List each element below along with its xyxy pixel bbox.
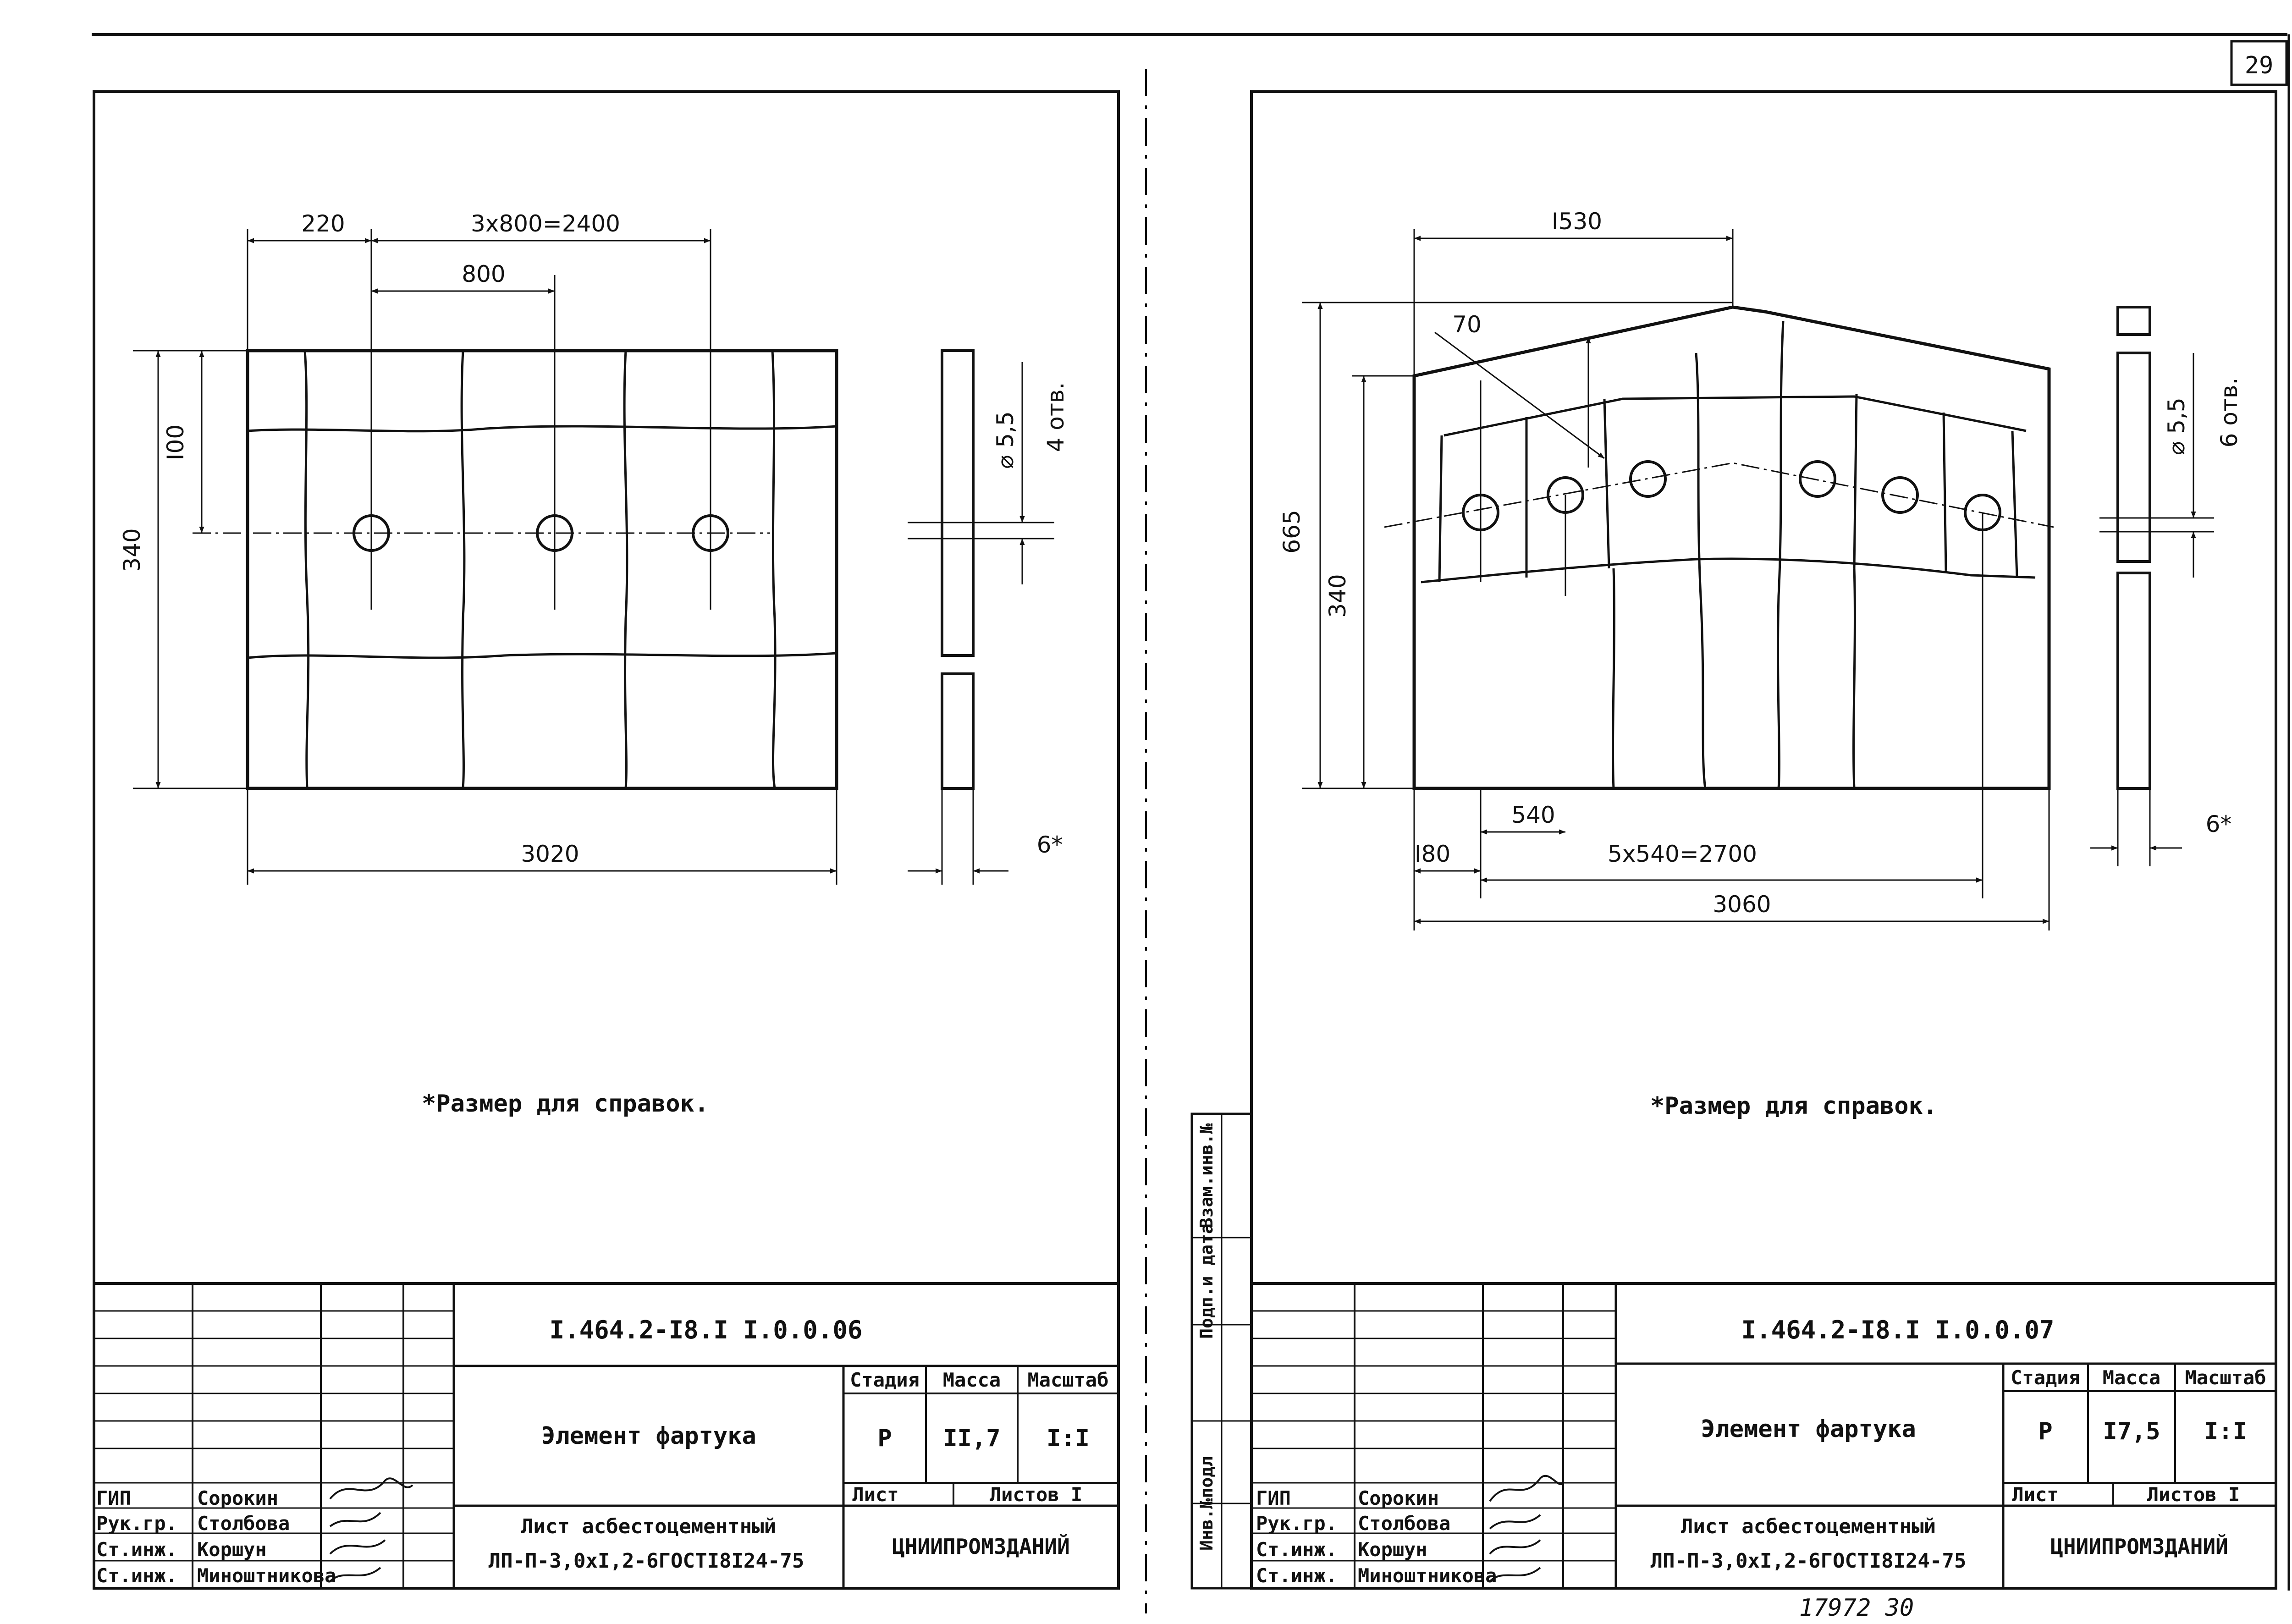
name-st-inzh-2: Миноштникова bbox=[197, 1564, 336, 1587]
dim-3060: 3060 bbox=[1713, 891, 1771, 918]
dim-100: I00 bbox=[162, 424, 189, 460]
name-gip: Сорокин bbox=[197, 1487, 278, 1509]
value-stage: Р bbox=[877, 1425, 892, 1452]
material-line-1: Лист асбестоцементный bbox=[1681, 1515, 1936, 1538]
page-number-box bbox=[2230, 40, 2288, 86]
organization: ЦНИИПРОМЗДАНИЙ bbox=[892, 1534, 1070, 1559]
header-stage: Стадия bbox=[2011, 1366, 2080, 1389]
name-st-inzh-1: Коршун bbox=[197, 1538, 267, 1561]
value-stage: Р bbox=[2038, 1418, 2052, 1445]
header-scale: Масштаб bbox=[2185, 1366, 2266, 1389]
dim-1530: I530 bbox=[1552, 208, 1602, 235]
dim-800: 800 bbox=[462, 261, 505, 287]
dim-665: 665 bbox=[1278, 510, 1305, 553]
dim-220: 220 bbox=[301, 210, 345, 237]
signature-3 bbox=[329, 1539, 386, 1555]
header-mass: Масса bbox=[2103, 1366, 2160, 1389]
signature-4 bbox=[329, 1567, 381, 1582]
role-ruk-gr: Рук.гр. bbox=[1256, 1512, 1337, 1535]
dim-thickness: 6* bbox=[2206, 811, 2232, 837]
element-name: Элемент фартука bbox=[1701, 1415, 1916, 1443]
material-line-2: ЛП-П-3,0xI,2-6ГОСТI8I24-75 bbox=[1651, 1549, 1967, 1573]
hole-circle bbox=[1881, 476, 1919, 514]
dimensions: I530 70 665 340 I80 540 5x540=2700 3060 bbox=[1278, 208, 2050, 930]
material-line-2: ЛП-П-3,0xI,2-6ГОСТI8I24-75 bbox=[489, 1549, 804, 1573]
value-scale: I:I bbox=[2204, 1418, 2247, 1445]
header-sheets-count: Листов I bbox=[990, 1483, 1082, 1506]
hole-circle bbox=[1629, 460, 1667, 498]
stamp-vzam-inv: Взам.инв.№ bbox=[1196, 1123, 1217, 1228]
dim-thickness: 6* bbox=[1037, 831, 1063, 858]
name-ruk-gr: Столбова bbox=[197, 1512, 290, 1535]
hole-circle bbox=[1799, 460, 1836, 498]
dim-holes-count: 4 отв. bbox=[1042, 382, 1069, 452]
role-st-inzh-2: Ст.инж. bbox=[96, 1564, 177, 1587]
reference-note: *Размер для справок. bbox=[422, 1090, 709, 1118]
stamp-podp-data: Подп.и дата bbox=[1196, 1223, 1217, 1339]
element-name: Элемент фартука bbox=[541, 1422, 756, 1450]
header-sheet: Лист bbox=[2012, 1483, 2058, 1506]
header-scale: Масштаб bbox=[1027, 1369, 1108, 1391]
reference-note: *Размер для справок. bbox=[1650, 1092, 1937, 1120]
signature-4 bbox=[1489, 1567, 1541, 1582]
role-ruk-gr: Рук.гр. bbox=[96, 1512, 177, 1535]
dim-70: 70 bbox=[1452, 311, 1482, 338]
dim-hole-diameter: ⌀ 5,5 bbox=[2163, 397, 2190, 455]
dim-340: 340 bbox=[119, 528, 145, 572]
role-st-inzh-2: Ст.инж. bbox=[1256, 1564, 1337, 1587]
sheet-left: 220 3x800=2400 800 340 I00 3020 ⌀ 5, bbox=[93, 90, 1120, 1590]
dimensions: 220 3x800=2400 800 340 I00 3020 bbox=[119, 210, 837, 885]
side-stamps: Взам.инв.№ Подп.и дата Инв.№подл bbox=[1190, 1112, 1253, 1590]
dim-5x540: 5x540=2700 bbox=[1608, 841, 1757, 867]
value-mass: I7,5 bbox=[2103, 1418, 2160, 1445]
side-section-view: ⌀ 5,5 6 отв. 6* bbox=[2090, 306, 2242, 866]
name-st-inzh-2: Миноштникова bbox=[1358, 1564, 1497, 1587]
drawing-code: I.464.2-I8.I I.0.0.06 bbox=[550, 1316, 863, 1344]
header-sheet: Лист bbox=[852, 1483, 898, 1506]
header-sheets-count: Листов I bbox=[2147, 1483, 2240, 1506]
dim-hole-diameter: ⌀ 5,5 bbox=[992, 411, 1019, 469]
name-ruk-gr: Столбова bbox=[1358, 1512, 1450, 1535]
sheet-right: Взам.инв.№ Подп.и дата Инв.№подл bbox=[1190, 90, 2277, 1622]
header-stage: Стадия bbox=[850, 1369, 920, 1391]
organization: ЦНИИПРОМЗДАНИЙ bbox=[2050, 1534, 2228, 1559]
role-st-inzh-1: Ст.инж. bbox=[1256, 1538, 1337, 1561]
dim-340: 340 bbox=[1324, 574, 1351, 617]
signature-1 bbox=[1489, 1475, 1564, 1502]
dim-3020: 3020 bbox=[521, 841, 579, 867]
role-gip: ГИП bbox=[1256, 1487, 1291, 1509]
value-mass: II,7 bbox=[943, 1425, 1000, 1452]
material-line-1: Лист асбестоцементный bbox=[521, 1515, 776, 1538]
signature-1 bbox=[329, 1477, 413, 1500]
dim-540: 540 bbox=[1511, 802, 1555, 828]
asbestos-sheet-front-view bbox=[193, 229, 838, 790]
bottom-note: 17972 30 bbox=[1799, 1594, 1914, 1622]
dim-holes-count: 6 отв. bbox=[2216, 378, 2242, 448]
signature-3 bbox=[1489, 1539, 1541, 1555]
drawing-code: I.464.2-I8.I I.0.0.07 bbox=[1741, 1316, 2055, 1344]
hole-circle bbox=[1462, 494, 1499, 531]
name-st-inzh-1: Коршун bbox=[1358, 1538, 1427, 1561]
title-block: I.464.2-I8.I I.0.0.06 Элемент фартука Ли… bbox=[93, 1282, 1120, 1590]
role-gip: ГИП bbox=[96, 1487, 131, 1509]
dim-3x800: 3x800=2400 bbox=[471, 210, 620, 237]
asbestos-sheet-front-view bbox=[1384, 229, 2054, 898]
dim-180: I80 bbox=[1415, 841, 1450, 867]
stamp-inv-podl: Инв.№подл bbox=[1196, 1456, 1217, 1551]
page-number: 29 bbox=[2245, 52, 2274, 79]
signature-2 bbox=[329, 1512, 381, 1527]
header-mass: Масса bbox=[943, 1369, 1001, 1391]
name-gip: Сорокин bbox=[1358, 1487, 1439, 1509]
side-section-view: ⌀ 5,5 4 отв. 6* bbox=[908, 349, 1069, 885]
signature-2 bbox=[1489, 1514, 1541, 1530]
value-scale: I:I bbox=[1047, 1425, 1090, 1452]
role-st-inzh-1: Ст.инж. bbox=[96, 1538, 177, 1561]
title-block: I.464.2-I8.I I.0.0.07 Элемент фартука Ли… bbox=[1250, 1282, 2277, 1590]
